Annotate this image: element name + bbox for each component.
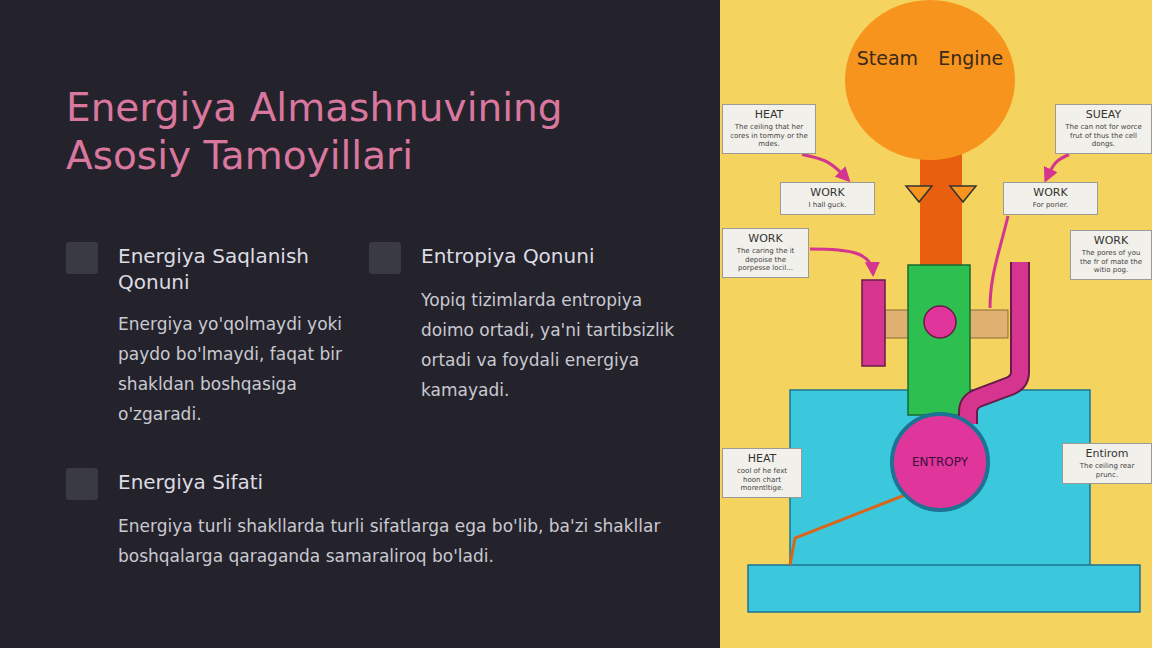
- item-body: Energiya turli shakllarda turli sifatlar…: [118, 511, 708, 571]
- entropy-circle: ENTROPY: [890, 412, 990, 512]
- node-heading: HEAT: [728, 108, 810, 121]
- item-body: Energiya yo'qolmaydi yoki paydo bo'lmayd…: [118, 309, 366, 429]
- node-body: The ceiling that her cores in tommy or t…: [728, 123, 810, 149]
- work-arrow: [810, 249, 873, 274]
- callout-box: HEAT The ceiling that her cores in tommy …: [722, 104, 816, 154]
- node-heading: HEAT: [728, 452, 796, 465]
- node-heading: WORK: [728, 232, 803, 245]
- bullet-icon: [369, 242, 401, 274]
- slide-title: Energiya Almashnuvining Asosiy Tamoyilla…: [66, 84, 646, 180]
- node-body: cool of he fext hoon chart morentltige.: [728, 467, 796, 493]
- blue-base: [748, 565, 1140, 612]
- work-line: [990, 216, 1008, 308]
- steam-engine-balloon: Steam Engine: [845, 0, 1015, 160]
- bullet-icon: [66, 468, 98, 500]
- flow-arrow: [1046, 155, 1069, 181]
- node-heading: Steam Engine: [857, 46, 1004, 70]
- callout-box: WORK For porier.: [1003, 182, 1098, 215]
- node-body: The can not for worce frut of thus the c…: [1061, 123, 1146, 149]
- pink-pipe-outline: [968, 262, 1020, 424]
- valve-triangle: [950, 186, 976, 202]
- piston-ball: [924, 306, 956, 338]
- callout-box: WORK The caring the it depoise the porpes…: [722, 228, 809, 278]
- callout-box: HEAT cool of he fext hoon chart morentlti…: [722, 448, 802, 498]
- yellow-panel: [720, 0, 1152, 648]
- callout-box: SUEAY The can not for worce frut of thus …: [1055, 104, 1152, 154]
- node-body: The pores of you the fr of mate the witi…: [1076, 249, 1146, 275]
- node-heading: ENTROPY: [912, 455, 968, 469]
- node-heading: WORK: [786, 186, 869, 199]
- flow-arrow: [802, 155, 848, 181]
- node-heading: Entirom: [1068, 447, 1146, 460]
- valve-triangle: [906, 186, 932, 202]
- bullet-icon: [66, 242, 98, 274]
- node-heading: SUEAY: [1061, 108, 1146, 121]
- pink-pipe: [968, 262, 1020, 424]
- pink-rod: [862, 280, 885, 366]
- green-cylinder: [908, 265, 970, 415]
- node-heading: WORK: [1076, 234, 1146, 247]
- item-heading: Entropiya Qonuni: [421, 243, 683, 269]
- callout-box: WORK I hall guck.: [780, 182, 875, 215]
- callout-box: WORK The pores of you the fr of mate the …: [1070, 230, 1152, 280]
- item-heading: Energiya Sifati: [118, 469, 678, 495]
- node-body: The ceiling rear prunc.: [1068, 462, 1146, 479]
- node-body: For porier.: [1009, 201, 1092, 210]
- orange-wire: [790, 495, 905, 565]
- item-body: Yopiq tizimlarda entropiya doimo ortadi,…: [421, 285, 683, 405]
- node-body: The caring the it depoise the porpesse l…: [728, 247, 803, 273]
- blue-block: [790, 390, 1090, 566]
- item-heading: Energiya Saqlanish Qonuni: [118, 243, 350, 295]
- node-body: I hall guck.: [786, 201, 869, 210]
- node-heading: WORK: [1009, 186, 1092, 199]
- callout-box: EntiromThe ceiling rear prunc.: [1062, 443, 1152, 484]
